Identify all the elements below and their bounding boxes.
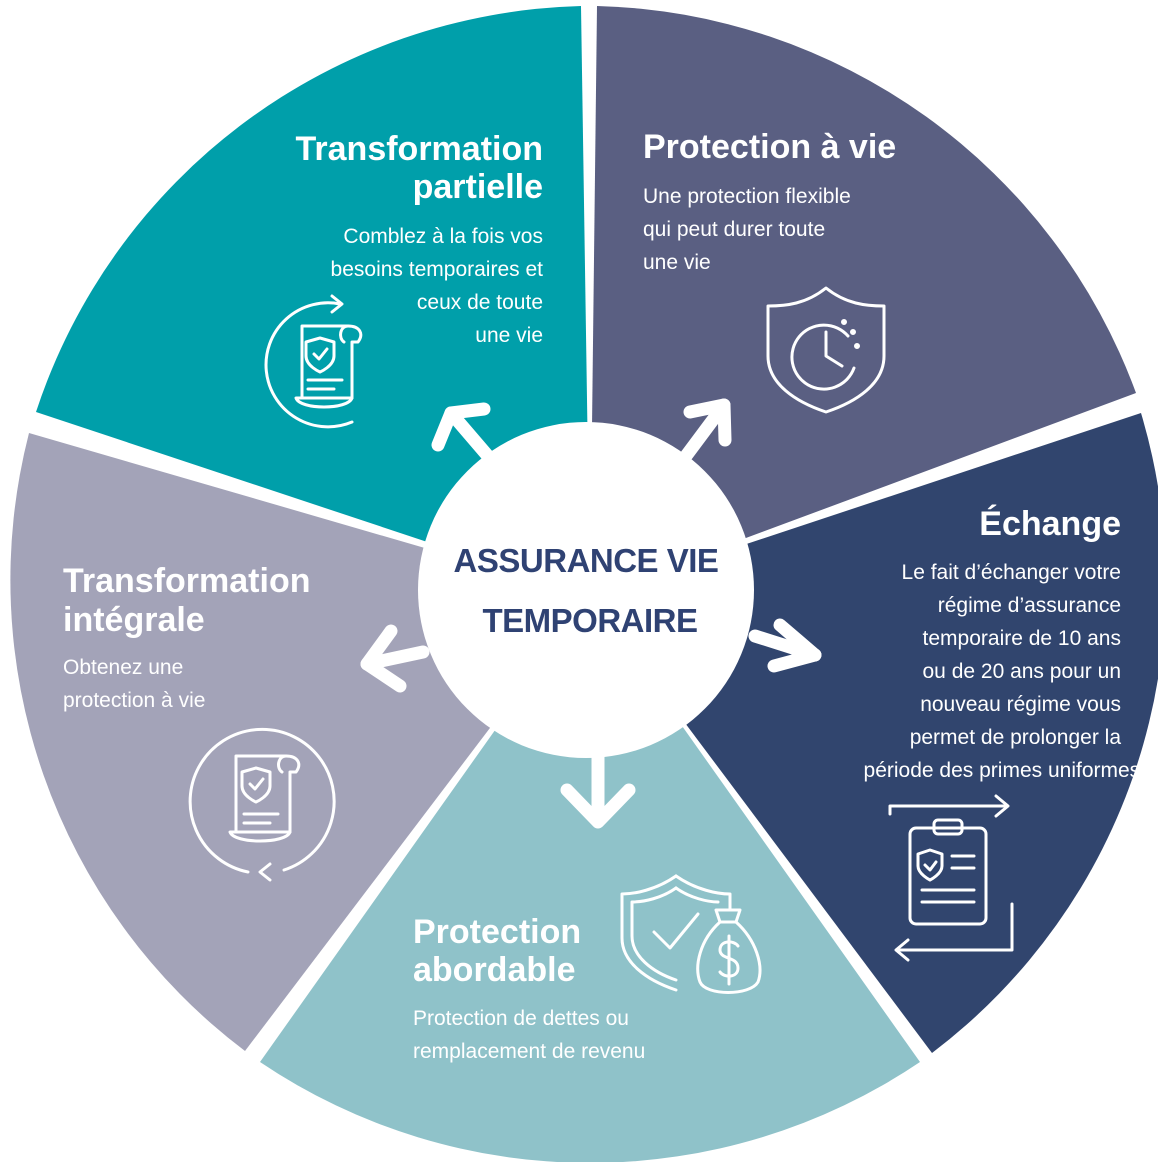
transformation-partielle-body-2: besoins temporaires et bbox=[331, 258, 544, 281]
scroll-cycle-icon bbox=[188, 727, 336, 882]
arrow-protection-a-vie bbox=[676, 398, 732, 467]
transformation-partielle-title-1: Transformation bbox=[296, 130, 543, 168]
protection-abordable-body-1: Protection de dettes ou bbox=[413, 1007, 629, 1030]
transformation-partielle-body-1: Comblez à la fois vos bbox=[343, 225, 543, 248]
center-title-line-1: ASSURANCE VIE bbox=[454, 542, 719, 579]
arrow-transformation-integrale bbox=[360, 624, 430, 693]
shield-moneybag-icon bbox=[620, 874, 762, 994]
protection-abordable-body-2: remplacement de revenu bbox=[413, 1040, 645, 1063]
shield-clock-icon bbox=[766, 286, 886, 414]
protection-a-vie-body-3: une vie bbox=[643, 251, 711, 274]
arrow-echange bbox=[748, 618, 822, 673]
segment-protection-abordable bbox=[260, 596, 920, 1162]
echange-body-5: nouveau régime vous bbox=[920, 693, 1121, 716]
echange-body-4: ou de 20 ans pour un bbox=[923, 660, 1122, 683]
echange-body-7: période des primes uniformes. bbox=[864, 759, 1146, 782]
echange-body-6: permet de prolonger la bbox=[910, 726, 1122, 749]
center-circle bbox=[418, 422, 754, 758]
protection-abordable-title-1: Protection bbox=[413, 913, 581, 951]
transformation-partielle-body-4: une vie bbox=[475, 324, 543, 347]
segment-protection-a-vie bbox=[590, 6, 1136, 596]
echange-body-1: Le fait d’échanger votre bbox=[902, 561, 1121, 584]
echange-body-2: régime d’assurance bbox=[938, 594, 1121, 617]
protection-a-vie-body-1: Une protection flexible bbox=[643, 185, 851, 208]
protection-abordable-title-2: abordable bbox=[413, 951, 575, 989]
transformation-partielle-title-2: partielle bbox=[413, 168, 543, 206]
arrow-transformation-partielle bbox=[431, 402, 500, 469]
transformation-partielle-body-3: ceux de toute bbox=[417, 291, 543, 314]
scroll-cycle-icon bbox=[264, 294, 363, 429]
transformation-integrale-body-2: protection à vie bbox=[63, 689, 205, 712]
echange-body-3: temporaire de 10 ans bbox=[923, 627, 1121, 650]
transformation-integrale-body-1: Obtenez une bbox=[63, 656, 183, 679]
transformation-integrale-title-2: intégrale bbox=[63, 601, 205, 639]
segment-transformation-partielle bbox=[36, 6, 590, 596]
center-title-line-2: TEMPORAIRE bbox=[482, 602, 697, 639]
echange-title: Échange bbox=[979, 505, 1121, 543]
protection-a-vie-title: Protection à vie bbox=[643, 128, 896, 166]
clipboard-exchange-icon bbox=[888, 794, 1014, 962]
transformation-integrale-title-1: Transformation bbox=[63, 562, 310, 600]
protection-a-vie-body-2: qui peut durer toute bbox=[643, 218, 825, 241]
